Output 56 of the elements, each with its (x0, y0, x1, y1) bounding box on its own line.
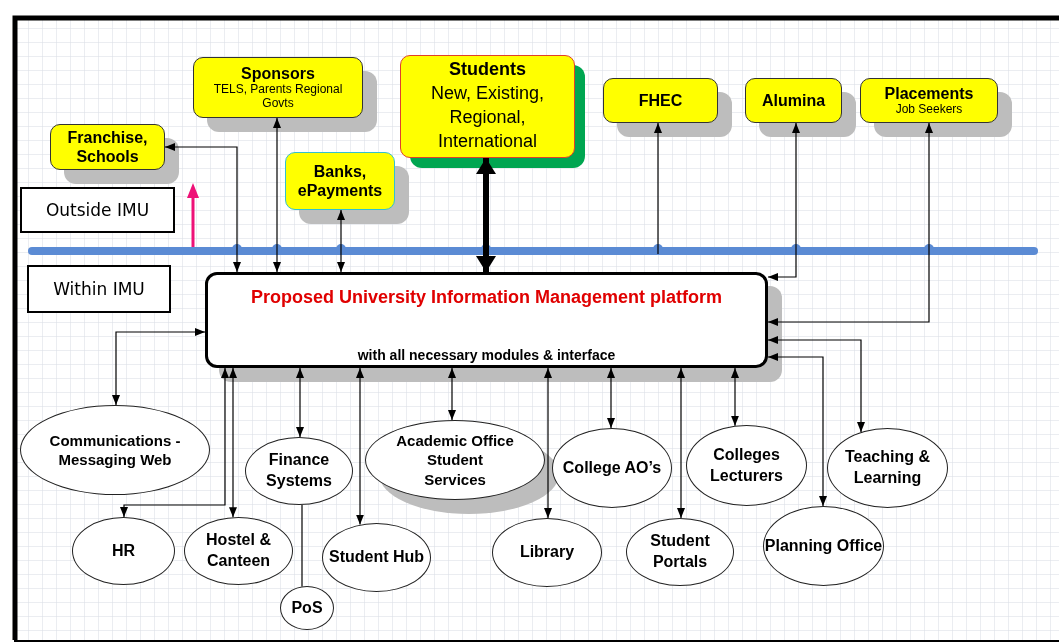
stakeholder-box (193, 57, 363, 118)
connector-arrow (273, 117, 281, 273)
box-heading: Placements (884, 84, 974, 104)
connector-arrow (544, 367, 552, 519)
box-subtext: New, Existing, Regional, International (429, 81, 545, 154)
connector-arrow (476, 158, 496, 272)
stakeholder-box (860, 78, 998, 123)
zone-label: Outside IMU (45, 200, 150, 220)
module-label: Library (519, 542, 575, 563)
stakeholder-box (400, 55, 575, 158)
box-heading: FHEC (638, 90, 683, 111)
box-subtext: TELS, Parents Regional Govts (212, 83, 344, 111)
platform-subtitle: with all necessary modules & interface (357, 347, 616, 363)
module-label: College AO’s (562, 457, 662, 478)
stakeholder-box (603, 78, 718, 123)
stakeholder-box (745, 78, 842, 123)
module-label: Communications -Messaging Web (48, 430, 182, 470)
stakeholder-box (285, 152, 395, 210)
connector-arrow (229, 367, 237, 518)
connector-arrow (767, 336, 865, 433)
connector-arrow (654, 122, 662, 255)
connector-arrow (112, 328, 206, 406)
module-label: Hostel & Canteen (205, 530, 272, 571)
connector-arrow (164, 143, 241, 273)
box-heading: Students (449, 59, 526, 81)
box-subtext: Job Seekers (895, 103, 963, 117)
connector-arrow (767, 353, 827, 507)
module-label: HR (111, 540, 136, 561)
zone-label-box (20, 187, 175, 233)
connector-arrow (767, 122, 933, 326)
zone-label: Within IMU (53, 279, 145, 299)
platform-title: Proposed University Information Management platform (250, 287, 723, 308)
connector-arrow (448, 367, 456, 421)
box-heading: Banks, ePayments (296, 161, 384, 201)
connector-arrow (607, 367, 615, 429)
box-heading: Alumina (761, 90, 826, 111)
connector-arrow (731, 367, 739, 427)
module-label: Colleges Lecturers (709, 444, 784, 486)
module-label: PoS (291, 597, 323, 618)
module-label: Academic Office Student Services (395, 430, 515, 490)
connector-arrow (337, 209, 345, 273)
zone-label-box (27, 265, 171, 313)
connector-arrow (296, 367, 304, 438)
platform-box (205, 272, 768, 368)
connector-arrow (767, 122, 800, 281)
stakeholder-box (50, 124, 165, 170)
module-label: Student Hub (328, 547, 425, 568)
module-label: Finance Systems (265, 450, 333, 491)
module-label: Student Portals (649, 531, 711, 572)
module-label: Teaching & Learning (843, 447, 931, 488)
module-label: Planning Office (764, 535, 883, 556)
connector-arrow (120, 367, 229, 518)
box-heading: Franchise, Schools (66, 127, 149, 167)
connector-arrow (356, 367, 364, 526)
connector-arrow (677, 367, 685, 519)
box-heading: Sponsors (241, 64, 315, 84)
